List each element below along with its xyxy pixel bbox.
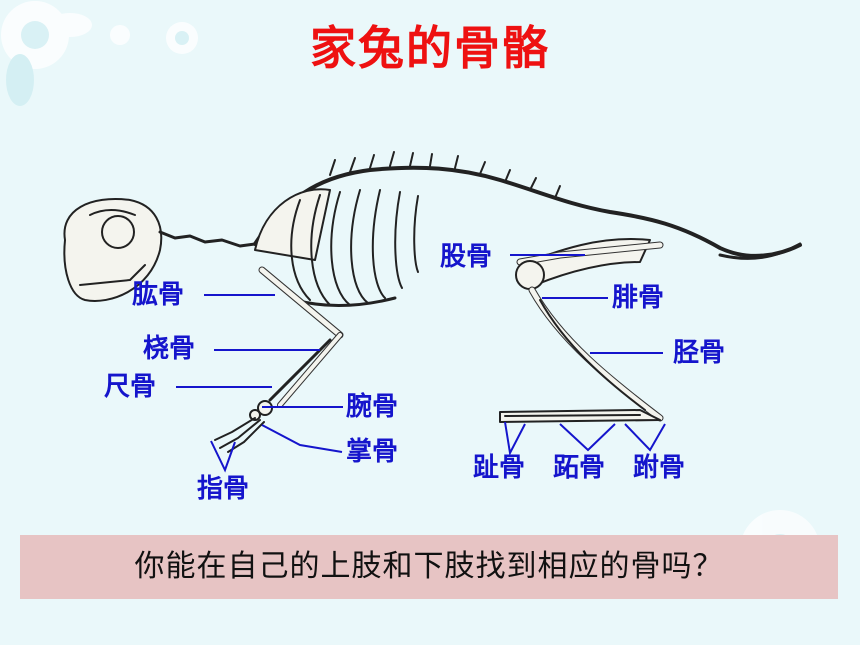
label-ulna: 尺骨 [104,372,157,402]
rabbit-skeleton [63,151,802,453]
label-humerus: 肱骨 [132,280,185,310]
label-tibia: 胫骨 [673,338,726,368]
label-tarsals: 跗骨 [633,453,686,483]
label-fibula: 腓骨 [612,283,665,313]
label-toe-bones: 趾骨 [473,453,526,483]
flower-decoration-icon [1,1,198,106]
question-banner: 你能在自己的上肢和下肢找到相应的骨吗？ [20,535,838,599]
label-radius: 桡骨 [143,334,196,364]
leader-lines [176,254,666,473]
label-femur: 股骨 [440,242,493,272]
label-metatarsals: 跖骨 [553,453,606,483]
label-metacarpals: 掌骨 [346,437,399,467]
label-carpals: 腕骨 [346,392,399,422]
label-phalanges: 指骨 [197,474,250,504]
page-title: 家兔的骨骼 [310,21,550,75]
